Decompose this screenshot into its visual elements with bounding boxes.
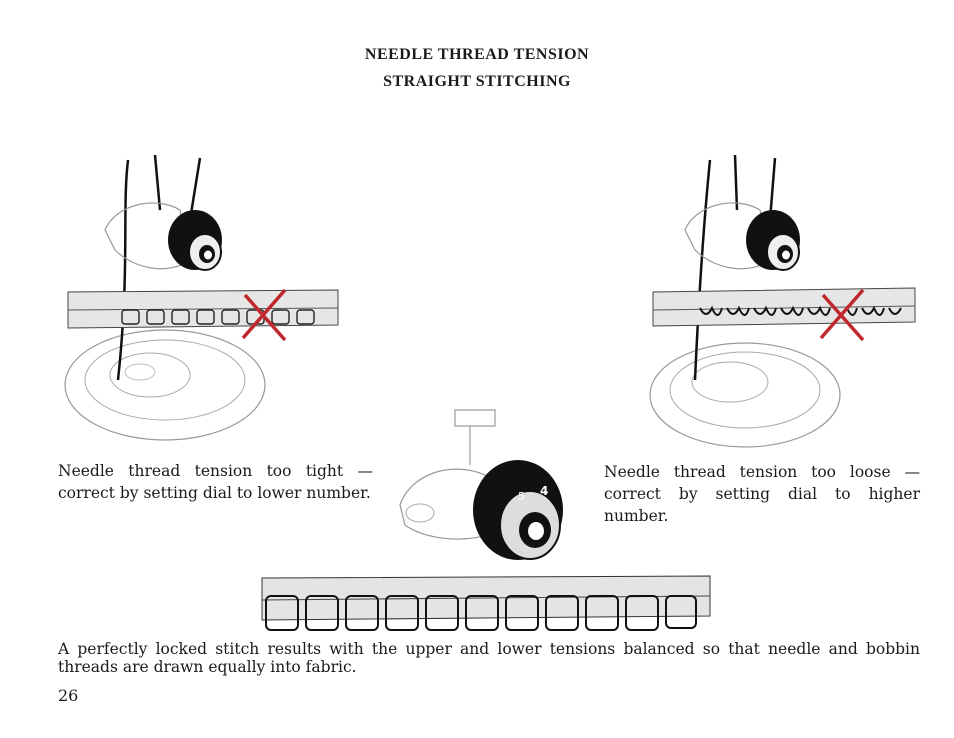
page-number: 26 xyxy=(58,686,79,705)
page-title: NEEDLE THREAD TENSION xyxy=(364,46,590,63)
svg-text:4: 4 xyxy=(540,484,548,498)
illustration-tension-too-tight xyxy=(64,154,339,441)
caption-too-loose: Needle thread tension too loose — correc… xyxy=(604,463,920,525)
svg-text:5: 5 xyxy=(518,490,525,503)
illustration-tension-too-loose xyxy=(649,154,916,448)
caption-too-tight: Needle thread tension too tight — correc… xyxy=(58,462,373,502)
caption-balanced: A perfectly locked stitch results with t… xyxy=(58,640,920,676)
illustration-tension-dial: 4 5 xyxy=(399,409,563,560)
illustration-balanced-stitch xyxy=(261,575,711,631)
page-subtitle: STRAIGHT STITCHING xyxy=(383,73,571,90)
